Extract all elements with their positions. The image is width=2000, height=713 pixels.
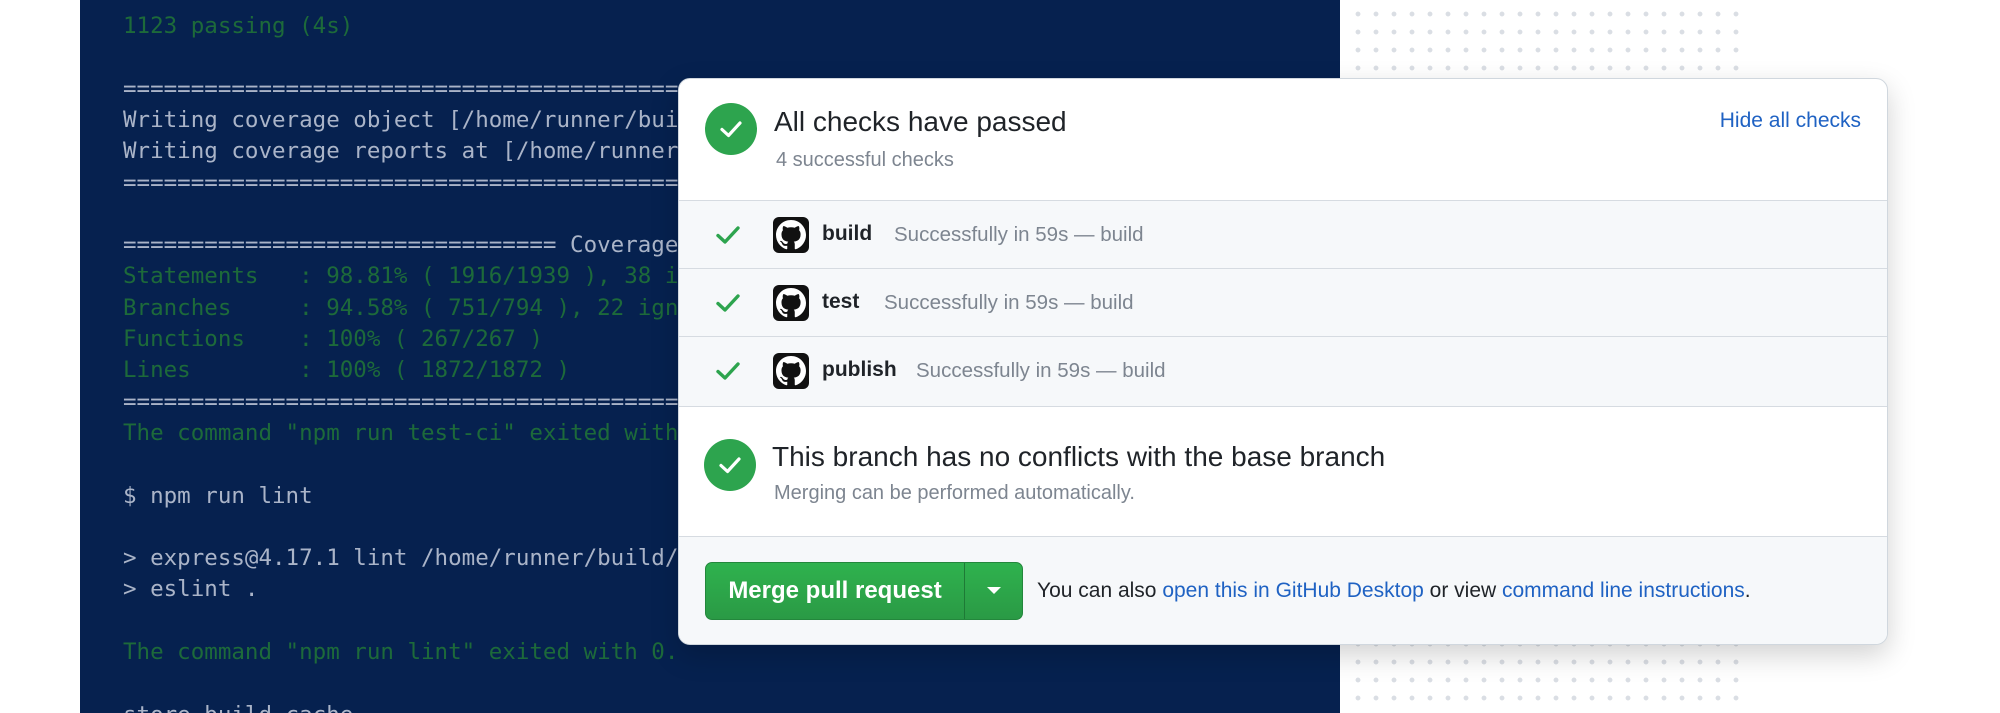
open-github-desktop-link[interactable]: open this in GitHub Desktop xyxy=(1162,579,1424,602)
check-description: Successfully in 59s — build xyxy=(894,223,1144,246)
check-name: publish xyxy=(822,358,897,381)
check-row-build[interactable]: build Successfully in 59s — build xyxy=(679,201,1887,269)
terminal-line: Functions : 100% ( 267/267 ) xyxy=(123,326,543,352)
github-logo-icon xyxy=(773,217,809,253)
check-description: Successfully in 59s — build xyxy=(916,359,1166,382)
terminal-line: Writing coverage reports at [/home/runne… xyxy=(123,138,720,165)
command-line-instructions-link[interactable]: command line instructions xyxy=(1502,579,1745,602)
terminal-line: Writing coverage object [/home/runner/bu… xyxy=(123,106,720,133)
merge-button-group: Merge pull request xyxy=(705,562,1023,620)
terminal-line: Statements : 98.81% ( 1916/1939 ), 38 ig… xyxy=(123,263,720,290)
merge-box: All checks have passed 4 successful chec… xyxy=(678,78,1888,645)
merge-alternatives-text: You can also open this in GitHub Desktop… xyxy=(1037,579,1751,603)
check-name: test xyxy=(822,290,860,313)
terminal-line: The command "npm run lint" exited with 0… xyxy=(123,639,679,665)
terminal-line: The command "npm run test-ci" exited wit… xyxy=(123,419,706,446)
checks-title: All checks have passed xyxy=(774,106,1067,137)
merge-text-suffix: . xyxy=(1744,579,1751,602)
checks-summary: All checks have passed 4 successful chec… xyxy=(679,79,1887,201)
check-icon xyxy=(716,226,740,244)
merge-text-middle: or view xyxy=(1423,579,1502,602)
terminal-line: Branches : 94.58% ( 751/794 ), 22 ignore xyxy=(123,294,720,321)
merge-options-dropdown[interactable] xyxy=(965,563,1022,619)
caret-down-icon xyxy=(986,587,1001,594)
terminal-line: Lines : 100% ( 1872/1872 ) xyxy=(123,357,571,384)
check-icon xyxy=(716,362,740,380)
hide-all-checks-link[interactable]: Hide all checks xyxy=(1719,109,1861,132)
check-row-publish[interactable]: publish Successfully in 59s — build xyxy=(679,337,1887,407)
success-check-icon xyxy=(704,439,756,491)
check-row-test[interactable]: test Successfully in 59s — build xyxy=(679,269,1887,337)
checks-subtitle: 4 successful checks xyxy=(776,149,954,171)
conflicts-subtitle: Merging can be performed automatically. xyxy=(774,482,1135,504)
merge-text-prefix: You can also xyxy=(1037,579,1163,602)
merge-pull-request-button[interactable]: Merge pull request xyxy=(706,563,965,619)
conflicts-status: This branch has no conflicts with the ba… xyxy=(679,407,1887,537)
terminal-line: store build cache xyxy=(123,701,353,713)
conflicts-title: This branch has no conflicts with the ba… xyxy=(772,441,1386,472)
terminal-line: $ npm run lint xyxy=(123,482,313,509)
terminal-line: ================================ Coverag… xyxy=(123,232,720,259)
github-logo-icon xyxy=(773,353,809,389)
terminal-line: 1123 passing (4s) xyxy=(123,13,354,39)
check-name: build xyxy=(822,222,873,245)
success-check-icon xyxy=(705,103,757,155)
check-description: Successfully in 59s — build xyxy=(884,291,1134,314)
terminal-line: > eslint . xyxy=(123,576,259,603)
merge-area: Merge pull request You can also open thi… xyxy=(679,537,1887,644)
github-logo-icon xyxy=(773,285,809,321)
terminal-line: > express@4.17.1 lint /home/runner/build… xyxy=(123,545,720,572)
check-icon xyxy=(716,294,740,312)
